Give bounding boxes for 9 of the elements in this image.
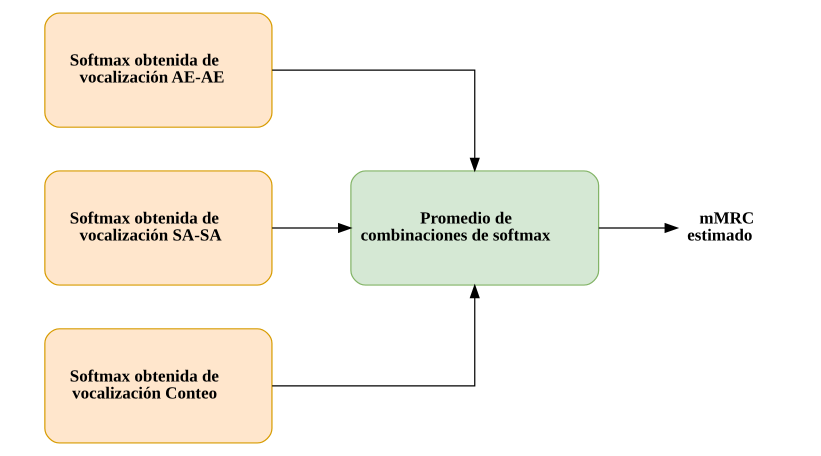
arrow	[598, 222, 679, 234]
node-text: mMRC estimado	[686, 208, 754, 244]
arrow	[272, 222, 352, 234]
node-box: Softmax obtenida de vocalización Conteo	[44, 328, 272, 444]
node-box: Promedio de combinaciones de softmax	[350, 170, 599, 286]
arrow	[272, 70, 480, 172]
node-box: Softmax obtenida de vocalización AE-AE	[44, 12, 272, 128]
node-box: Softmax obtenida de vocalización SA-SA	[44, 170, 272, 286]
arrow	[272, 284, 480, 386]
